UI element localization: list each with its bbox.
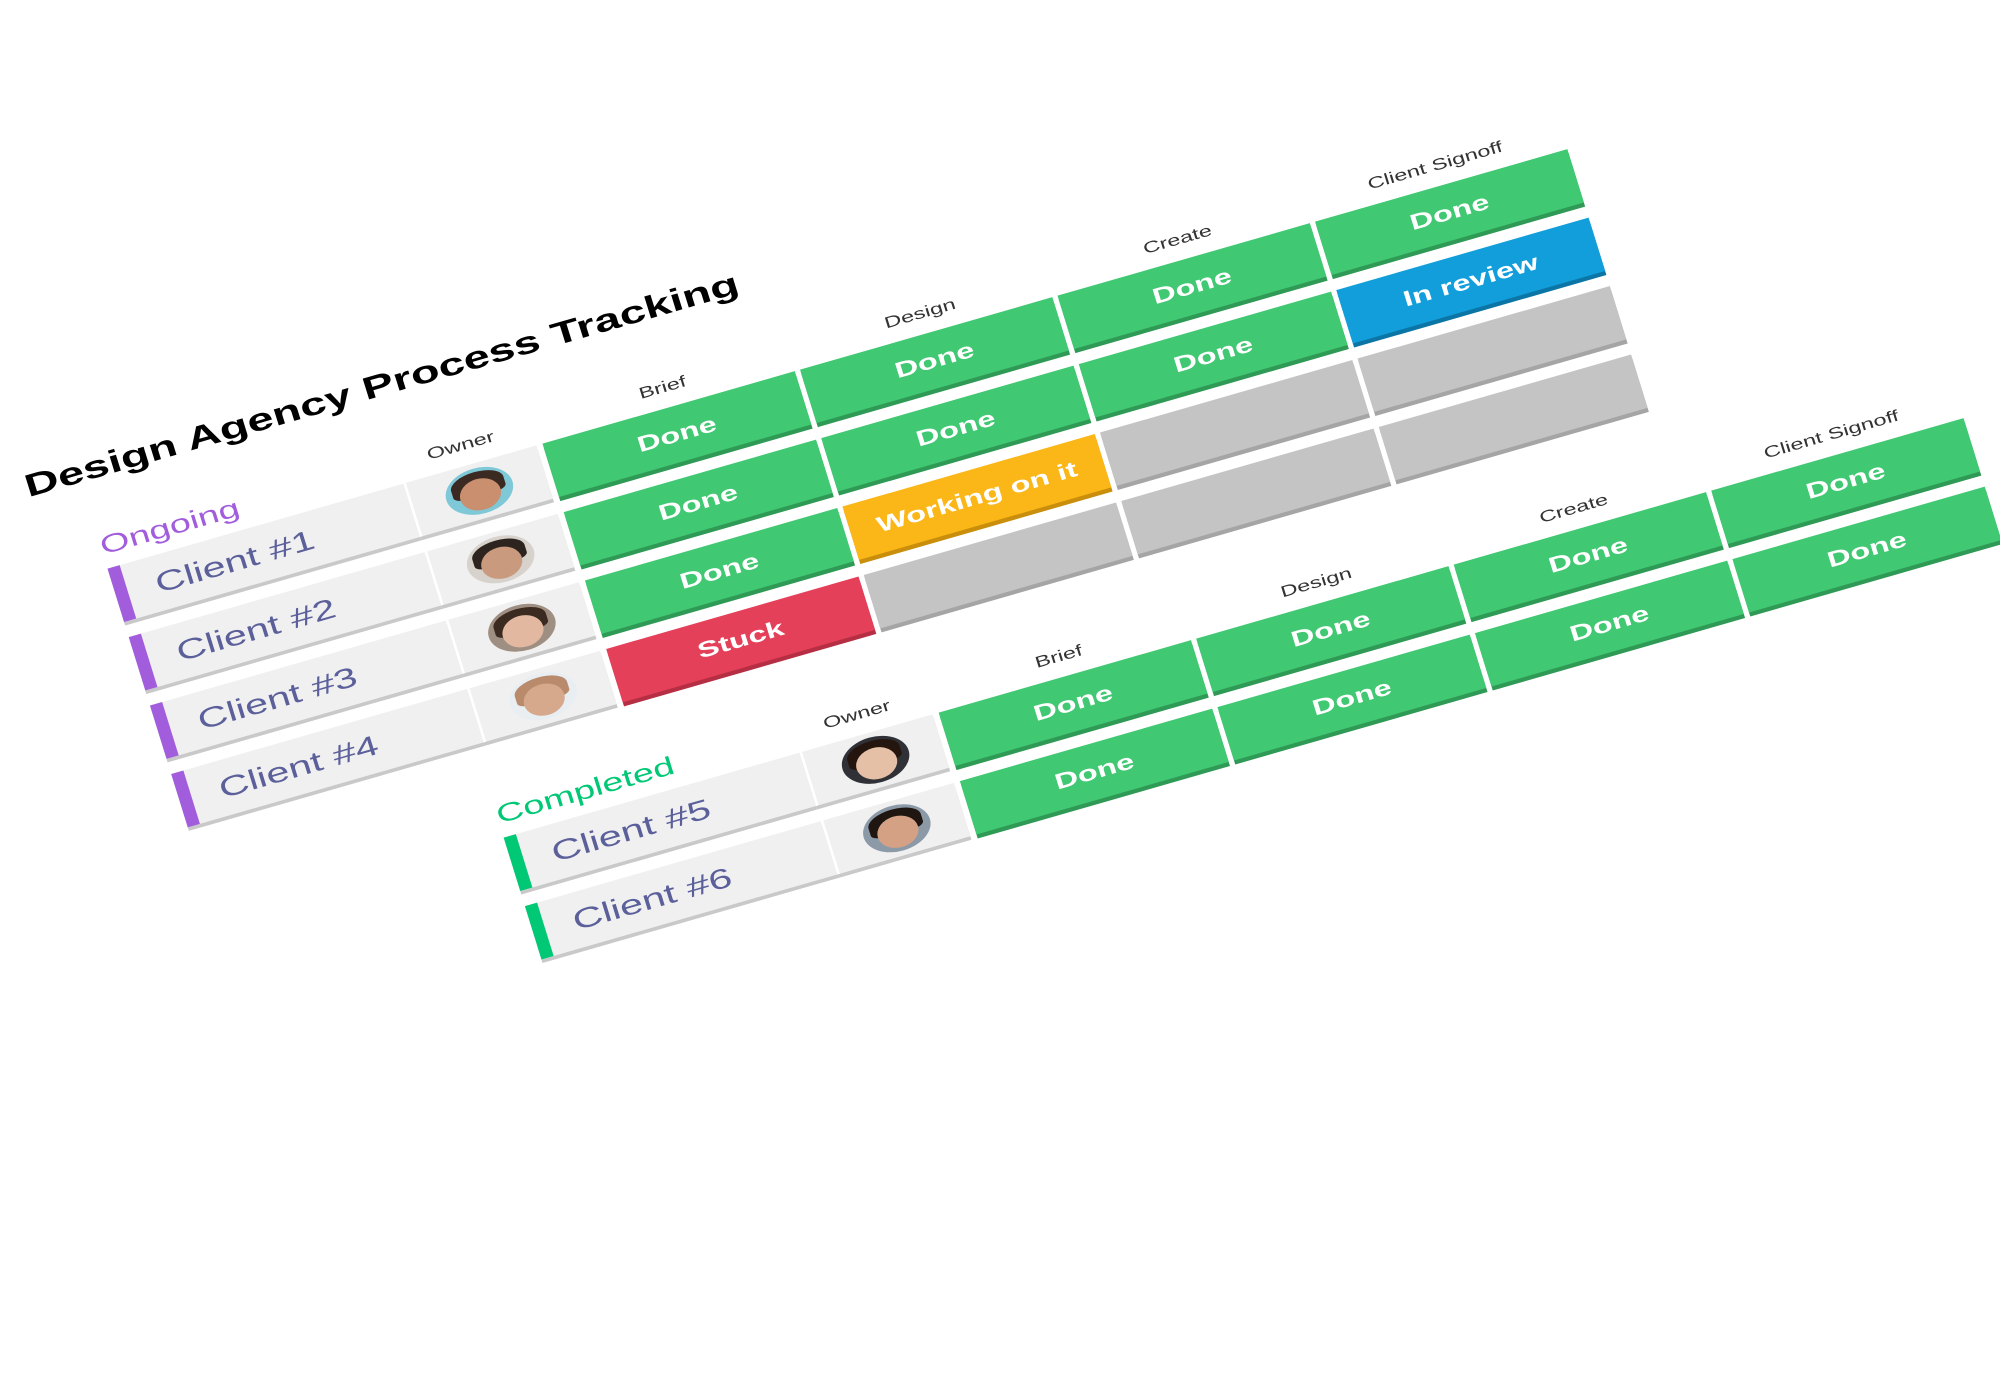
avatar[interactable]	[482, 596, 562, 660]
board-plane: Design Agency Process Tracking Ongoing O…	[20, 137, 2000, 1050]
avatar[interactable]	[439, 459, 520, 523]
avatar[interactable]	[460, 527, 541, 591]
group-ongoing: Ongoing Owner Brief Design Create Client…	[87, 137, 1648, 828]
avatar[interactable]	[503, 664, 584, 728]
avatar[interactable]	[856, 796, 937, 860]
avatar[interactable]	[835, 728, 916, 792]
